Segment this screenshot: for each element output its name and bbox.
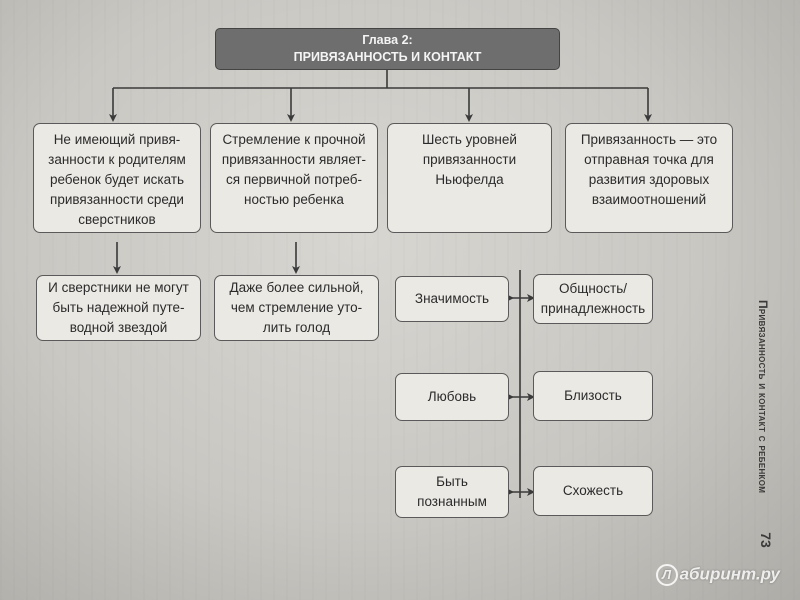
second-box-1: И сверстники не могут быть надежной путе… — [36, 275, 201, 341]
level-box-love: Любовь — [395, 373, 509, 421]
top-box-2: Стремление к прочной привязанности являе… — [210, 123, 378, 233]
top-box-1: Не имеющий привя- занности к родителям р… — [33, 123, 201, 233]
level-box-being-known: Быть познанным — [395, 466, 509, 518]
chapter-header-box: Глава 2: ПРИВЯЗАННОСТЬ И КОНТАКТ — [215, 28, 560, 70]
chapter-title: ПРИВЯЗАННОСТЬ И КОНТАКТ — [293, 50, 482, 64]
labirint-logo-icon: Л — [655, 564, 678, 586]
running-head: Привязанность и контакт с ребенком — [756, 300, 770, 494]
top-box-3: Шесть уровней привязанности Ньюфелда — [387, 123, 552, 233]
level-box-sameness: Схожесть — [533, 466, 653, 516]
level-box-closeness: Близость — [533, 371, 653, 421]
level-box-belonging: Общность/ принадлежность — [533, 274, 653, 324]
level-box-significance: Значимость — [395, 276, 509, 322]
second-box-2: Даже более сильной, чем стремление уто- … — [214, 275, 379, 341]
top-box-4: Привязанность — это отправная точка для … — [565, 123, 733, 233]
chapter-label: Глава 2: — [362, 33, 413, 47]
watermark-text: абиринт.ру — [679, 564, 780, 584]
page-number: 73 — [757, 532, 774, 548]
